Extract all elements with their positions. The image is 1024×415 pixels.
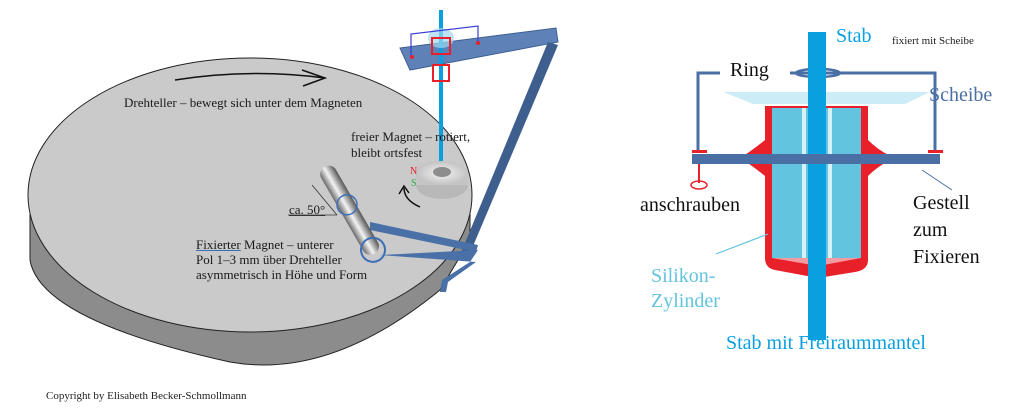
rod-assembly: [410, 10, 480, 175]
gestell-bar: [692, 154, 940, 164]
magnet-arm: [370, 222, 478, 252]
stab-label: Stab: [836, 25, 872, 47]
turntable-top: [27, 57, 473, 333]
top-plate: [399, 27, 559, 71]
fixed-magnet: [320, 165, 386, 263]
anschrauben-label: anschrauben: [640, 194, 740, 216]
gestell-label-1: Gestell: [913, 192, 970, 214]
scheibe-label: Scheibe: [929, 84, 993, 106]
rod-right: [808, 32, 826, 340]
cross-section: [690, 32, 953, 340]
silikon-label-1: Silikon-: [651, 265, 716, 287]
scheibe-disk: [723, 92, 930, 104]
stab-note: fixiert mit Scheibe: [892, 35, 974, 47]
fixed-magnet-label-1: Fixierter Magnet – unterer: [196, 237, 334, 253]
free-magnet-label-1: freier Magnet – rotiert,: [351, 129, 471, 144]
magnet-arm-lower: [380, 250, 478, 292]
free-magnet-label-2: bleibt ortsfest: [351, 145, 423, 160]
bottom-label: Stab mit Freiraummantel: [726, 332, 926, 354]
small-frame: [410, 25, 479, 58]
fixed-magnet-label-2: Pol 1–3 mm über Drehteller: [196, 252, 342, 267]
angle-line: [311, 184, 338, 216]
turntable-label: Drehteller – bewegt sich unter dem Magne…: [124, 95, 363, 110]
magnet-rotation-arrow: [403, 187, 421, 208]
pole-s-label: S: [411, 178, 417, 189]
gestell-label-3: Fixieren: [913, 246, 980, 268]
copyright-text: Copyright by Elisabeth Becker-Schmollman…: [46, 390, 247, 402]
ring-label: Ring: [728, 59, 771, 82]
rotation-arrow-head: [301, 69, 328, 87]
top-fitting-red: [431, 37, 451, 55]
fixed-magnet-label-rest: Magnet – unterer: [240, 237, 334, 252]
bracket: [696, 71, 937, 153]
lower-fitting-red: [432, 64, 450, 82]
gestell-label-2: zum: [913, 219, 948, 241]
fixed-magnet-label-underlined: Fixierter: [196, 237, 241, 252]
pole-n-label: N: [410, 166, 418, 177]
rotation-arrow: [174, 72, 326, 81]
silikon-label-2: Zylinder: [651, 290, 720, 312]
free-magnet: [398, 161, 468, 208]
rod: [439, 10, 443, 175]
angle-label: ca. 50°: [289, 202, 326, 217]
stand-leg: [460, 42, 558, 258]
fixed-magnet-label-3: asymmetrisch in Höhe und Form: [196, 267, 368, 282]
